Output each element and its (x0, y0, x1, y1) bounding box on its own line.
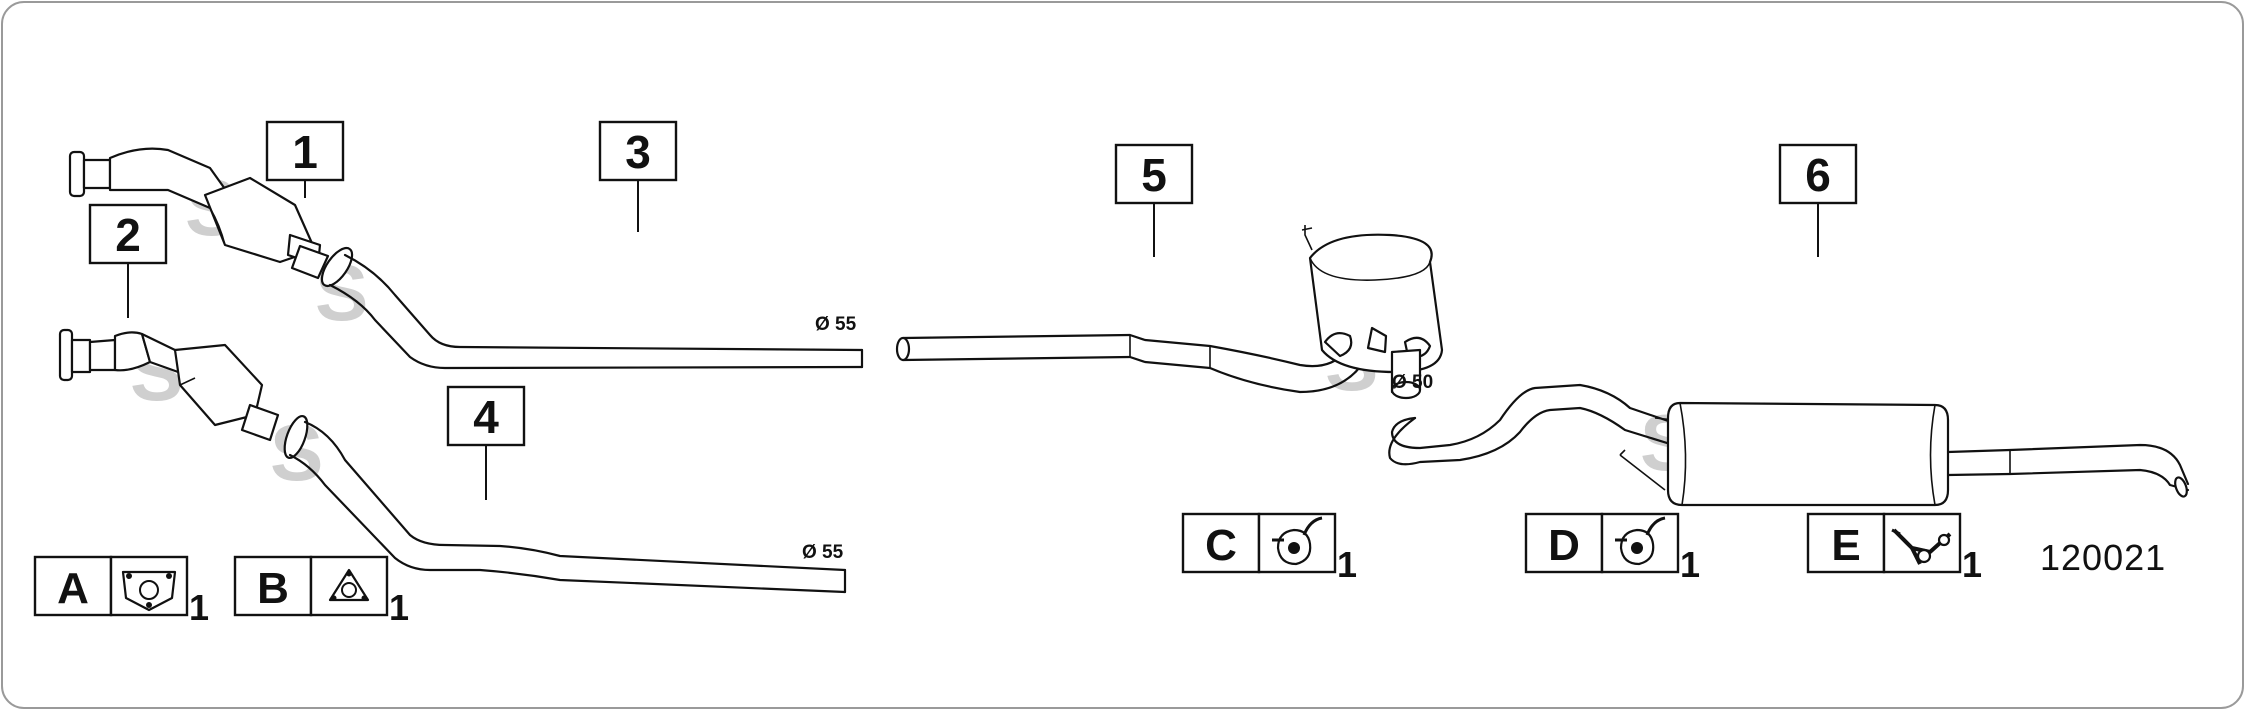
accessory-a[interactable]: A 1 (33, 555, 209, 628)
callout-part-4[interactable]: 4 (446, 385, 526, 500)
part-3-pipe-drawing (320, 246, 864, 370)
callout-part-3[interactable]: 3 (598, 120, 678, 232)
diameter-label-part-5: Ø 50 (1392, 372, 1433, 393)
accessory-qty: 1 (189, 587, 209, 628)
catalog-number: 120021 (2040, 537, 2166, 578)
rubber-hanger-icon (1615, 516, 1666, 566)
accessory-letter: D (1548, 521, 1580, 570)
part-1-catalyst-pipe-drawing (68, 147, 330, 280)
accessory-qty: 1 (389, 587, 409, 628)
callout-part-2[interactable]: 2 (88, 203, 168, 318)
accessory-letter: B (257, 564, 289, 613)
accessory-qty: 1 (1337, 544, 1357, 585)
accessory-qty: 1 (1680, 544, 1700, 585)
accessory-letter: A (57, 564, 89, 613)
callout-part-6[interactable]: 6 (1778, 143, 1858, 257)
part-4-pipe-drawing (283, 414, 847, 594)
accessory-letter: E (1831, 521, 1860, 570)
callout-part-1[interactable]: 1 (265, 120, 345, 198)
part-label: 3 (625, 126, 651, 178)
part-label: 5 (1141, 149, 1167, 201)
accessory-c[interactable]: C 1 (1181, 512, 1357, 585)
three-hole-gasket-icon (121, 570, 177, 612)
accessory-b[interactable]: B 1 (233, 555, 409, 628)
part-label: 4 (473, 391, 499, 443)
accessory-qty: 1 (1962, 544, 1982, 585)
callout-part-5[interactable]: 5 (1114, 143, 1194, 257)
rubber-hanger-icon (1272, 516, 1323, 566)
accessory-d[interactable]: D 1 (1524, 512, 1700, 585)
diameter-label-part-3: Ø 55 (815, 314, 857, 335)
triangle-gasket-icon (328, 568, 370, 602)
part-5-middle-silencer-drawing (895, 225, 1444, 400)
clamp-bracket-icon (1891, 528, 1952, 565)
part-label: 6 (1805, 149, 1831, 201)
part-label: 2 (115, 209, 141, 261)
diameter-label-part-4: Ø 55 (802, 542, 844, 563)
part-2-catalyst-pipe-drawing (58, 328, 280, 442)
accessory-letter: C (1205, 521, 1237, 570)
accessory-e[interactable]: E 1 (1806, 512, 1982, 585)
part-label: 1 (292, 126, 318, 178)
part-6-rear-silencer-drawing (1388, 383, 2190, 507)
